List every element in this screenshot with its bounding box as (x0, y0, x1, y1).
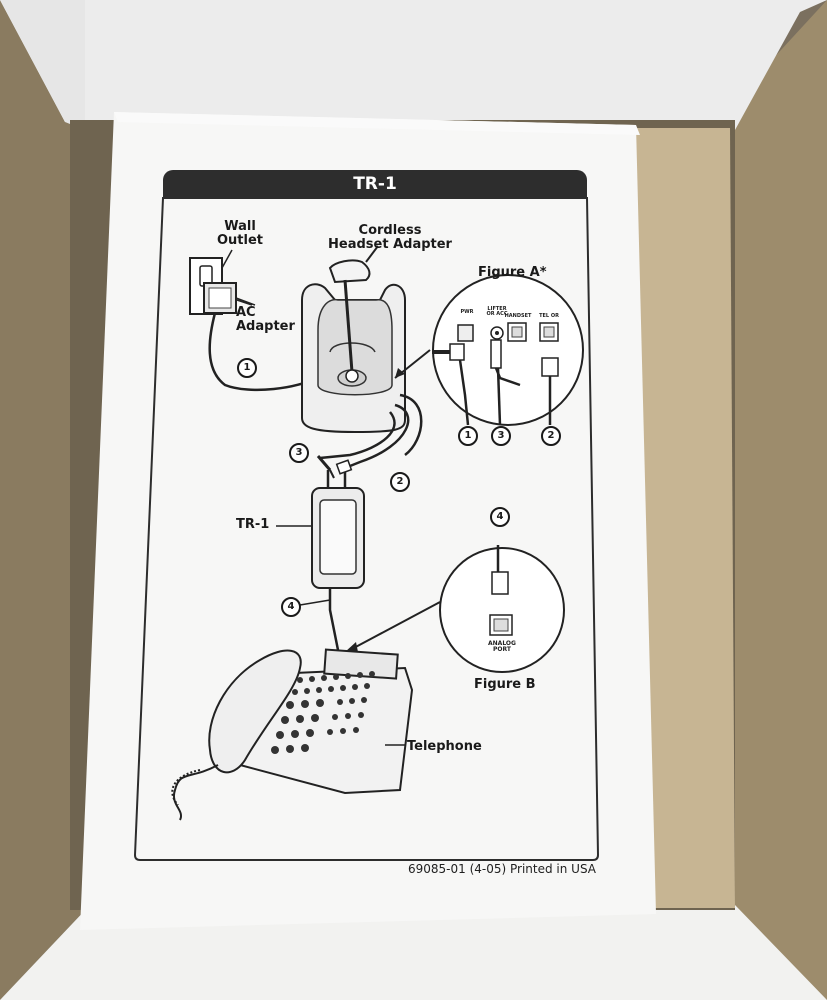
telephone-icon (171, 648, 414, 821)
figure-a-number-3: 3 (491, 426, 511, 446)
cordless-headset-adapter-label: Cordless Headset Adapter (328, 223, 452, 252)
cable-number-3: 3 (289, 443, 309, 463)
cable-number-1: 1 (237, 358, 257, 378)
figure-a-number-2: 2 (541, 426, 561, 446)
wall-outlet-label: Wall Outlet (216, 219, 263, 248)
figure-a-label: Figure A* (478, 265, 547, 280)
port-tel-label: TEL OR (539, 313, 559, 319)
port-handset-label: HANDSET (504, 313, 532, 319)
telephone-label: Telephone (407, 739, 482, 754)
ac-adapter-label: AC Adapter (236, 305, 295, 334)
port-power-label: PWR (460, 309, 474, 315)
tr1-module-icon (276, 470, 365, 589)
print-footer: 69085-01 (4-05) Printed in USA (408, 862, 597, 876)
headset-base-icon (301, 283, 406, 434)
tr1-module-label: TR-1 (236, 517, 270, 532)
figure-b-label: Figure B (474, 677, 536, 692)
figure-b-detail (439, 545, 565, 673)
cable-number-4: 4 (281, 597, 301, 617)
manual-title: TR-1 (163, 170, 587, 198)
analog-port-label: ANALOG PORT (488, 640, 516, 653)
figure-a-detail (432, 274, 584, 426)
port-lifter-label: LIFTER OR ACC (486, 306, 508, 317)
ac-adapter-icon (203, 282, 256, 314)
figure-a-number-1: 1 (458, 426, 478, 446)
figure-b-number-4: 4 (490, 507, 510, 527)
cable-number-2: 2 (390, 472, 410, 492)
headset-icon (328, 245, 379, 383)
